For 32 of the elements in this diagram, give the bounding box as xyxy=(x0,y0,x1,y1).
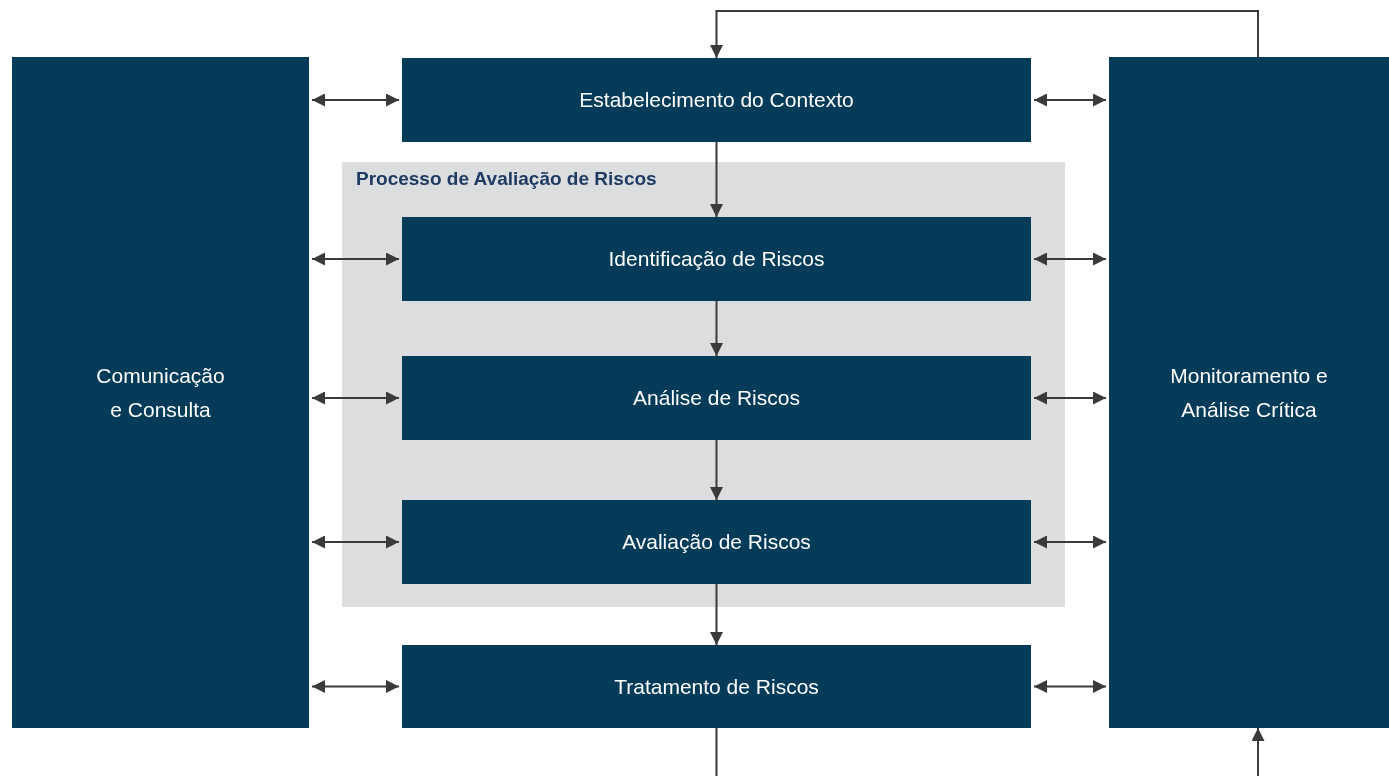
panel-label: Comunicação e Consulta xyxy=(95,362,226,423)
group-panel xyxy=(342,162,1065,607)
group-heading: Processo de Avaliação de Riscos xyxy=(356,168,657,190)
side-panel xyxy=(1109,57,1389,728)
arrow xyxy=(311,252,400,266)
box-label: Avaliação de Riscos xyxy=(622,529,811,556)
process-box xyxy=(402,58,1031,142)
arrow xyxy=(1033,391,1107,405)
panel-label: Monitoramento e Análise Crítica xyxy=(1169,362,1329,423)
arrow xyxy=(710,141,723,218)
arrow xyxy=(710,10,1259,59)
arrow xyxy=(1033,535,1107,549)
process-box xyxy=(402,356,1031,440)
process-box xyxy=(402,500,1031,584)
process-box xyxy=(402,645,1031,728)
arrow xyxy=(1033,252,1107,266)
arrow xyxy=(311,93,400,107)
arrow xyxy=(1033,93,1107,107)
box-label: Tratamento de Riscos xyxy=(614,673,819,700)
arrow xyxy=(710,583,723,646)
arrow xyxy=(311,535,400,549)
arrow xyxy=(1033,680,1107,693)
arrow xyxy=(311,391,400,405)
box-label: Identificação de Riscos xyxy=(608,246,825,273)
arrow xyxy=(311,680,400,693)
arrow xyxy=(1251,727,1265,776)
process-box xyxy=(402,217,1031,301)
side-panel xyxy=(12,57,309,728)
box-label: Análise de Riscos xyxy=(633,385,800,412)
arrow xyxy=(710,300,723,357)
box-label: Estabelecimento do Contexto xyxy=(579,87,854,114)
arrow xyxy=(710,439,723,501)
